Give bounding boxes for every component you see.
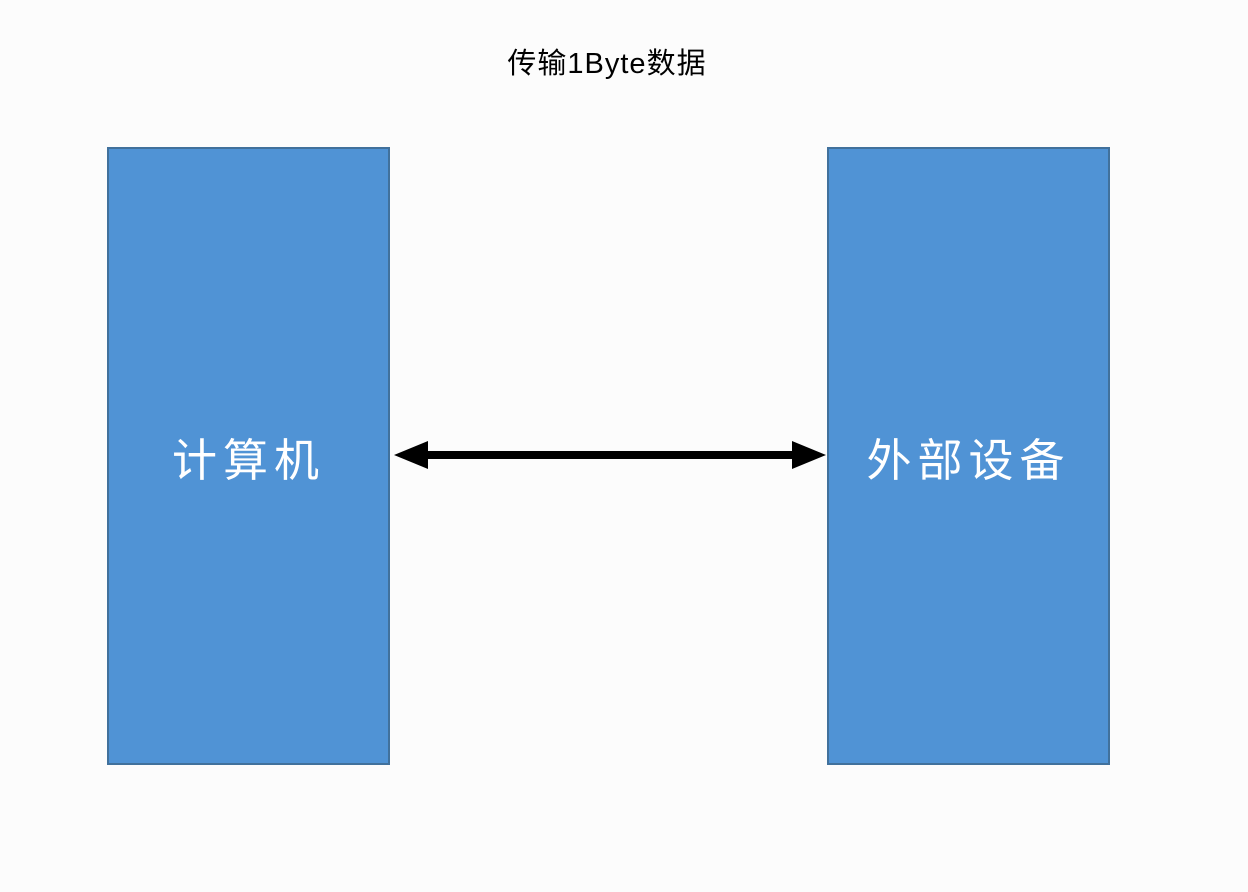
double-arrow-icon xyxy=(394,441,826,469)
node-computer: 计算机 xyxy=(107,147,390,765)
double-arrow-connector xyxy=(394,441,826,469)
node-external-device: 外部设备 xyxy=(827,147,1110,765)
node-computer-label: 计算机 xyxy=(171,434,325,486)
node-external-device-label: 外部设备 xyxy=(866,434,1071,486)
diagram-title: 传输1Byte数据 xyxy=(507,48,707,80)
